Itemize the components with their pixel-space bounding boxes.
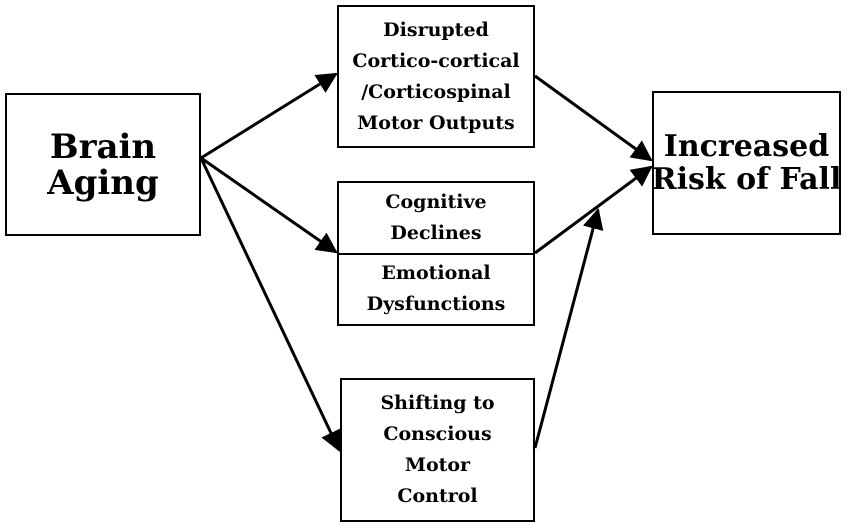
brain-aging-line-2: Aging (47, 162, 159, 203)
cognitive-line-2: Declines (390, 221, 482, 244)
cognitive-declines-section: Cognitive Declines (339, 183, 533, 253)
arrow-brain-to-cognitive (200, 156, 338, 254)
arrow-brain-to-shifting (199, 157, 341, 452)
motor-outputs-node: Disrupted Cortico-cortical /Corticospina… (337, 5, 535, 148)
emotional-dysfunctions-section: Emotional Dysfunctions (339, 255, 533, 325)
arrow-shifting-to-risk (533, 207, 604, 449)
shifting-line-2: Conscious (383, 423, 492, 445)
shifting-motor-control-node: Shifting to Conscious Motor Control (340, 378, 535, 522)
arrow-motor-outputs-to-risk (534, 74, 653, 162)
cognitive-emotional-node: Cognitive Declines Emotional Dysfunction… (337, 181, 535, 326)
risk-line-2: Risk of Fall (651, 162, 842, 197)
emotional-line-2: Dysfunctions (366, 293, 506, 316)
motor-outputs-line-1: Disrupted (383, 18, 489, 41)
increased-risk-of-fall-node: Increased Risk of Fall (652, 91, 841, 235)
motor-outputs-line-4: Motor Outputs (357, 111, 515, 134)
shifting-line-4: Control (397, 485, 478, 507)
shifting-line-1: Shifting to (380, 392, 495, 414)
emotional-line-1: Emotional (381, 262, 491, 285)
motor-outputs-line-2: Cortico-cortical (352, 49, 520, 72)
risk-line-1: Increased (663, 129, 830, 164)
brain-aging-line-1: Brain (49, 126, 157, 167)
arrow-cognitive-to-risk (534, 165, 653, 255)
cognitive-line-1: Cognitive (385, 190, 487, 213)
arrow-brain-to-motor-outputs (200, 72, 338, 160)
section-divider (339, 252, 533, 255)
shifting-line-3: Motor (404, 454, 471, 476)
brain-aging-node: Brain Aging (5, 93, 201, 236)
motor-outputs-line-3: /Corticospinal (361, 80, 511, 103)
